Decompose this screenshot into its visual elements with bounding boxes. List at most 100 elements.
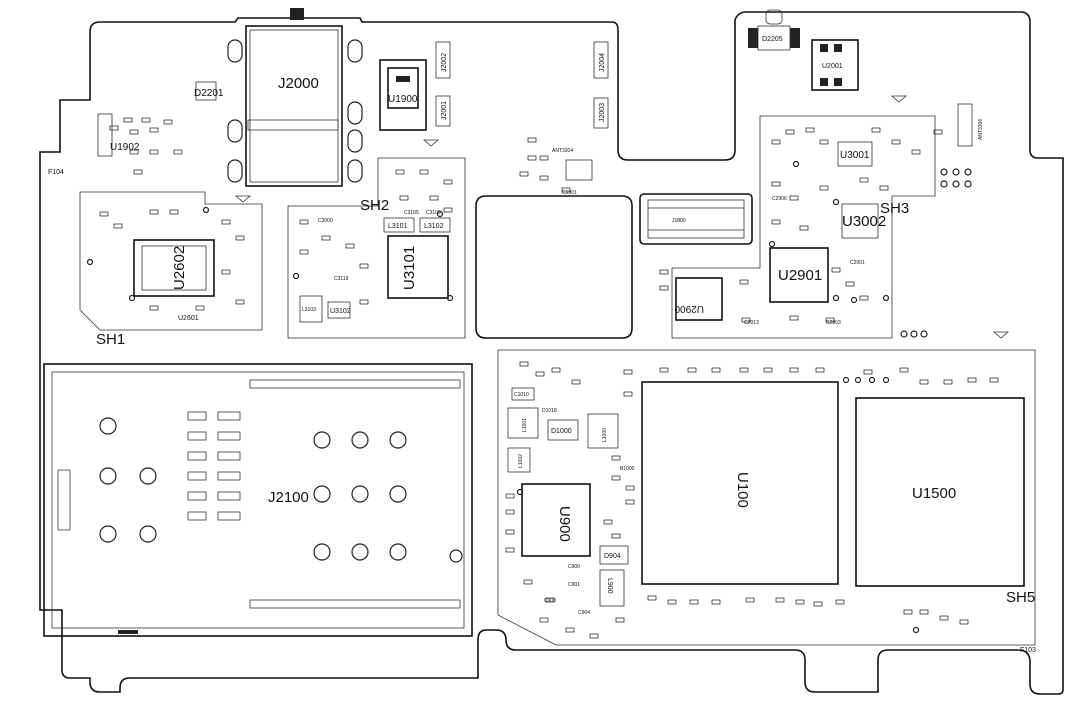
label-c3119: C3119 bbox=[334, 276, 349, 282]
label-c1010: C1010 bbox=[514, 392, 529, 398]
c1010-part bbox=[511, 387, 535, 401]
label-c2903: C2903 bbox=[826, 320, 841, 326]
label-u100: U100 bbox=[734, 472, 751, 508]
label-l1001: L1001 bbox=[522, 418, 528, 432]
d904-part bbox=[599, 545, 629, 565]
j2100-connector bbox=[43, 363, 473, 637]
label-d1018: D1018 bbox=[542, 408, 557, 414]
label-d1000: D1000 bbox=[551, 428, 572, 435]
label-u900: U900 bbox=[556, 506, 573, 542]
u2001-chip bbox=[811, 39, 859, 91]
label-d904: D904 bbox=[604, 553, 621, 560]
d2205-part bbox=[748, 9, 800, 51]
j2002-part bbox=[435, 41, 451, 79]
passive-components bbox=[99, 117, 999, 639]
j2004-part bbox=[593, 41, 609, 79]
j2003-part bbox=[593, 97, 609, 129]
board-outline bbox=[39, 11, 1064, 695]
label-d2201: D2201 bbox=[194, 88, 224, 99]
label-l1002: L1002 bbox=[518, 454, 524, 468]
shield-sh5 bbox=[497, 349, 1036, 646]
label-u1902: U1902 bbox=[110, 142, 140, 153]
label-u2602: U2602 bbox=[171, 246, 188, 290]
label-u1900: U1900 bbox=[388, 94, 418, 105]
label-u3102: U3102 bbox=[330, 308, 351, 315]
u2602-chip bbox=[133, 239, 215, 297]
label-u3001: U3001 bbox=[840, 150, 870, 161]
label-c2000: C2000 bbox=[318, 218, 333, 224]
label-c3105: C3105 bbox=[404, 210, 419, 216]
u3002-chip bbox=[841, 203, 879, 239]
label-u1500: U1500 bbox=[912, 485, 956, 502]
label-c2901: C2901 bbox=[850, 260, 865, 266]
label-l3101: L3101 bbox=[388, 223, 408, 230]
ant3307-part bbox=[97, 113, 113, 157]
label-sh1: SH1 bbox=[96, 331, 125, 348]
board-cutout bbox=[475, 195, 633, 339]
u100-chip bbox=[641, 381, 839, 585]
label-j2002: J2002 bbox=[441, 53, 448, 72]
u1500-chip bbox=[855, 397, 1025, 587]
test-points bbox=[86, 160, 972, 634]
u1900-chip bbox=[379, 59, 427, 131]
label-u2901: U2901 bbox=[778, 267, 822, 284]
label-l1000: L1000 bbox=[602, 428, 608, 442]
j2000-connector bbox=[227, 8, 363, 187]
label-j2003: J2003 bbox=[599, 103, 606, 122]
label-u2001: U2001 bbox=[822, 63, 843, 70]
label-l3103: L3103 bbox=[302, 307, 316, 313]
label-c908: C908 bbox=[544, 598, 556, 604]
d2201-part bbox=[195, 81, 217, 101]
label-l900: L900 bbox=[606, 578, 613, 594]
label-d2205: D2205 bbox=[762, 36, 783, 43]
label-f104: F104 bbox=[48, 169, 64, 176]
shield-sh2 bbox=[287, 157, 466, 339]
label-j2004: J2004 bbox=[599, 53, 606, 72]
l1002-part bbox=[507, 447, 531, 473]
u3101-chip bbox=[387, 235, 449, 299]
j2001-part bbox=[435, 95, 451, 127]
u2901-chip bbox=[769, 247, 829, 303]
label-c904: C904 bbox=[578, 610, 590, 616]
shield-sh3 bbox=[671, 115, 936, 339]
label-j1800: J1800 bbox=[672, 218, 686, 224]
l3102-part bbox=[419, 217, 451, 233]
label-j2100: J2100 bbox=[268, 489, 309, 506]
label-l3102: L3102 bbox=[424, 223, 444, 230]
label-u3101: U3101 bbox=[401, 246, 418, 290]
label-c901: C901 bbox=[568, 582, 580, 588]
label-sh3: SH3 bbox=[880, 200, 909, 217]
j1800-connector bbox=[639, 193, 753, 245]
label-c3106: C3106 bbox=[426, 210, 441, 216]
d1000-part bbox=[547, 419, 579, 441]
u3102-part bbox=[327, 301, 351, 319]
l1000-part bbox=[587, 413, 619, 449]
label-sh2: SH2 bbox=[360, 197, 389, 214]
shield-sh1 bbox=[79, 191, 263, 331]
label-j2000: J2000 bbox=[278, 75, 319, 92]
ant3306-part bbox=[957, 103, 973, 147]
l3103-part bbox=[299, 295, 323, 323]
u900-chip bbox=[521, 483, 591, 557]
label-u3002: U3002 bbox=[842, 213, 886, 230]
label-sh5: SH5 bbox=[1006, 589, 1035, 606]
label-b1000: B1000 bbox=[620, 466, 635, 472]
l1001-part bbox=[507, 407, 539, 439]
label-j2001: J2001 bbox=[441, 101, 448, 120]
orientation-markers bbox=[234, 95, 1010, 339]
label-c1901: C1901 bbox=[562, 190, 577, 196]
l3101-part bbox=[383, 217, 415, 233]
l900-part bbox=[599, 569, 625, 607]
label-u2601: U2601 bbox=[178, 315, 199, 322]
u2900-chip bbox=[675, 277, 723, 321]
u3001-chip bbox=[837, 141, 873, 167]
label-ant3306: ANT3306 bbox=[978, 119, 984, 140]
label-c900: C900 bbox=[568, 564, 580, 570]
label-c2913: C2913 bbox=[744, 320, 759, 326]
label-ant3304: ANT3304 bbox=[552, 148, 573, 154]
label-f103: F103 bbox=[1020, 647, 1036, 654]
label-u2900: U2900 bbox=[674, 303, 704, 314]
ant3304-part bbox=[565, 159, 593, 181]
